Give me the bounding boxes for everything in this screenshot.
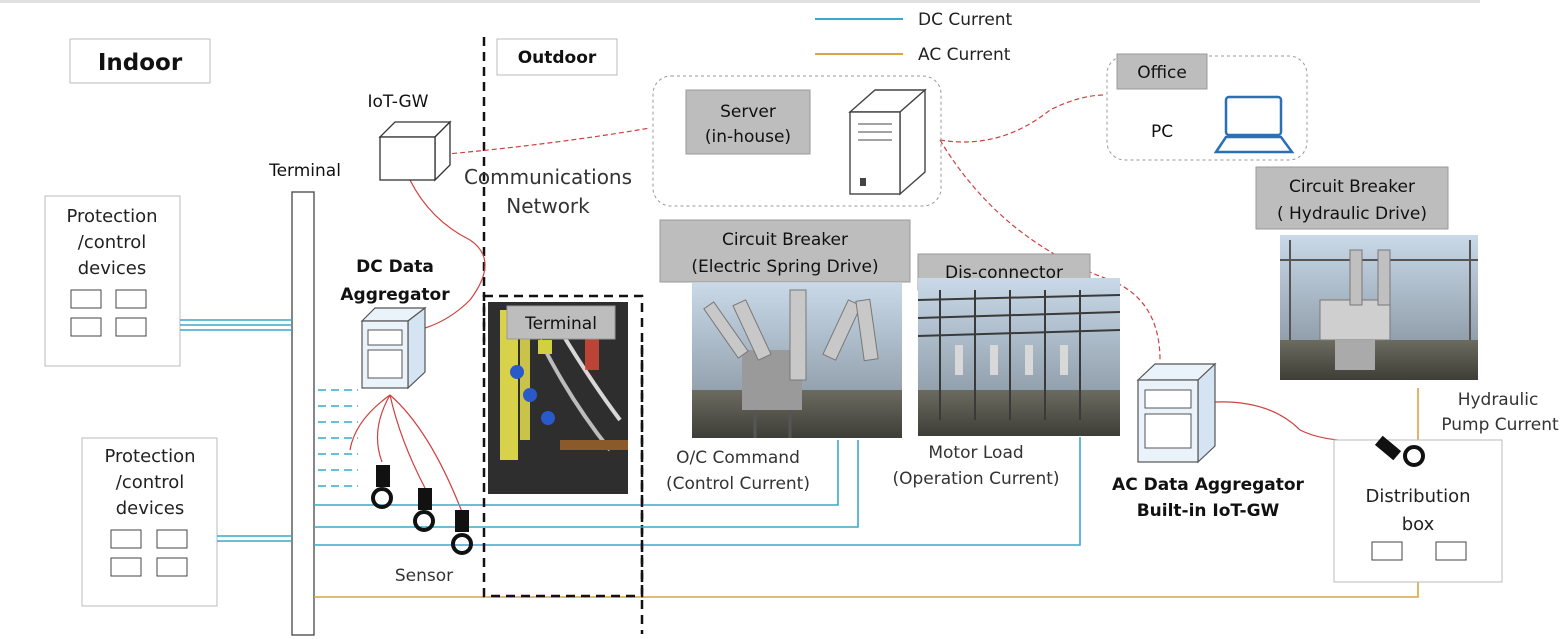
motor-load-label-1: Motor Load: [928, 443, 1023, 463]
cb-electric-label-1: Circuit Breaker: [722, 230, 848, 250]
office-label-box: [1116, 53, 1208, 90]
office-label: Office: [1137, 63, 1187, 83]
comm-network-label-1: Communications: [464, 165, 632, 189]
hydraulic-label-1: Hydraulic: [1458, 390, 1539, 410]
pc-icon: [1213, 95, 1295, 154]
disconnector-photo: [917, 278, 1121, 436]
legend-ac-label: AC Current: [918, 45, 1011, 65]
oc-command-label-1: O/C Command: [676, 448, 800, 468]
iot-gw-label: IoT-GW: [368, 92, 429, 112]
server-icon: [848, 88, 927, 196]
sensor-body: [376, 465, 390, 487]
comm-network-label-2: Network: [506, 194, 590, 218]
server-cluster: [652, 75, 942, 207]
ac-wire: [314, 582, 1419, 598]
dc-wires-right: [314, 437, 1081, 546]
server-label-box: [685, 89, 811, 155]
distribution-label-1: Distribution: [1365, 486, 1470, 507]
hydraulic-sensor: [1374, 435, 1425, 467]
oc-command-label-2: (Control Current): [666, 474, 810, 494]
dc-dashed-stubs: [318, 389, 358, 487]
protection-top-box: [44, 195, 181, 367]
sensor-ring: [413, 510, 435, 532]
dc-aggregator-icon: [360, 306, 427, 390]
cb-electric-label-box: [659, 219, 911, 283]
protection-bottom-devices: [110, 529, 188, 577]
sensor-ring: [371, 487, 393, 509]
protection-top-label-3: devices: [78, 258, 147, 279]
terminal-bar: [291, 191, 315, 636]
legend: DC Current AC Current: [815, 10, 1013, 65]
distribution-label-2: box: [1402, 514, 1435, 535]
ac-agg-label-1: AC Data Aggregator: [1112, 475, 1305, 495]
sensor-body: [418, 488, 432, 510]
protection-top-label-1: Protection: [66, 206, 157, 227]
terminal-indoor-label: Terminal: [268, 161, 341, 181]
outdoor-terminal-frame: [482, 294, 644, 598]
hydraulic-label-2: Pump Current: [1441, 415, 1559, 435]
server-label-2: (in-house): [705, 127, 791, 147]
protection-bottom-label-1: Protection: [104, 446, 195, 467]
distribution-box: [1333, 439, 1503, 583]
sensor-body: [455, 510, 469, 532]
sensor-label: Sensor: [395, 566, 453, 586]
pc-label: PC: [1151, 122, 1173, 142]
dc-agg-label-2: Aggregator: [340, 285, 450, 305]
cb-hydraulic-label-box: [1255, 166, 1449, 230]
dc-agg-label-1: DC Data: [356, 257, 434, 277]
legend-dc-label: DC Current: [918, 10, 1013, 30]
motor-load-label-2: (Operation Current): [892, 469, 1059, 489]
outdoor-terminal-label: Terminal: [524, 314, 597, 334]
indoor-label: Indoor: [98, 50, 183, 76]
cb-electric-label-2: (Electric Spring Drive): [691, 257, 878, 277]
dc-wires-left: [180, 319, 292, 542]
cb-hydraulic-label-1: Circuit Breaker: [1289, 177, 1415, 197]
cb-hydraulic-photo: [1280, 235, 1478, 380]
protection-bottom-label-3: devices: [116, 498, 185, 519]
ac-agg-label-2: Built-in IoT-GW: [1137, 501, 1280, 521]
network-solid-lines: [349, 179, 1391, 513]
protection-bottom-label-2: /control: [116, 472, 184, 493]
distribution-devices: [1371, 541, 1467, 561]
cb-electric-photo: [692, 283, 902, 438]
server-label-1: Server: [720, 102, 776, 122]
iot-gw-icon: [378, 120, 452, 182]
protection-bottom-box: [81, 437, 218, 607]
outdoor-label: Outdoor: [518, 48, 597, 68]
sensor-clamps: [371, 465, 473, 555]
sensor-ring: [451, 533, 473, 555]
top-band: [0, 0, 1480, 3]
indoor-box: [69, 38, 211, 84]
ac-aggregator-icon: [1136, 362, 1217, 464]
cb-hydraulic-label-2: ( Hydraulic Drive): [1277, 204, 1427, 224]
outdoor-terminal-label-box: [506, 305, 616, 340]
protection-top-devices: [70, 289, 147, 337]
outdoor-box: [496, 38, 618, 76]
protection-top-label-2: /control: [78, 232, 146, 253]
